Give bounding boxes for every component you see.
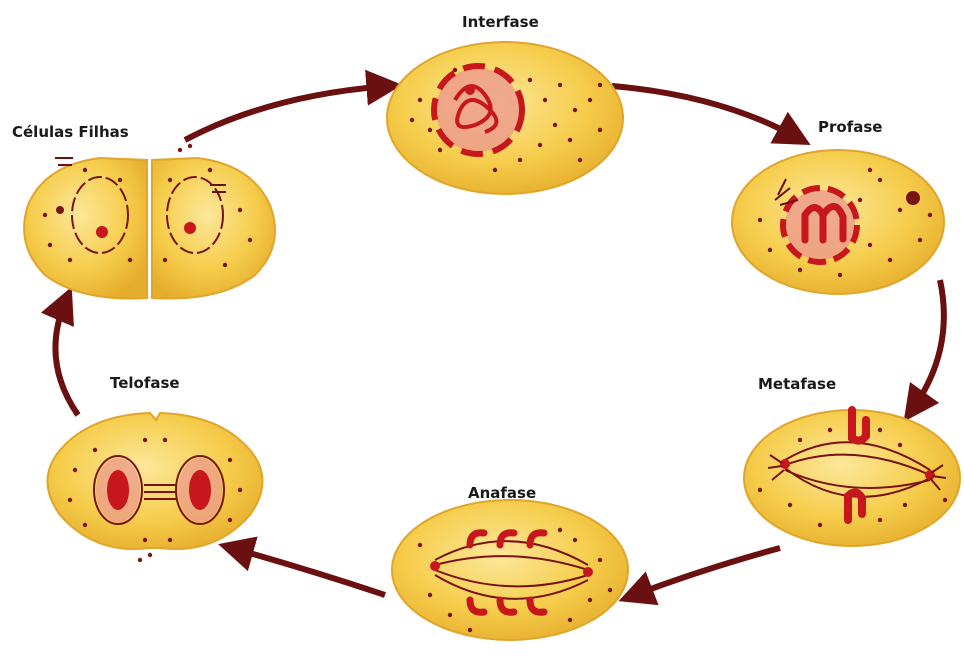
- arrow-anafase-to-telofase: [232, 548, 385, 595]
- label-profase: Profase: [818, 118, 882, 136]
- arrow-filhas-to-interfase: [185, 86, 388, 140]
- daughter-cells: [24, 158, 275, 299]
- arrow-metafase-to-anafase: [632, 548, 780, 596]
- telofase-cell: [48, 413, 263, 549]
- label-celulas-filhas: Células Filhas: [12, 123, 129, 141]
- interfase-cell: [387, 42, 623, 194]
- anafase-cell: [392, 500, 628, 640]
- profase-cell: [732, 150, 944, 294]
- telofase-nucleus-left: [94, 456, 142, 524]
- telofase-nucleus-right: [176, 456, 224, 524]
- label-telofase: Telofase: [110, 374, 180, 392]
- daughter-cell-left: [24, 158, 147, 299]
- arrow-interfase-to-profase: [612, 86, 798, 138]
- label-interfase: Interfase: [462, 13, 539, 31]
- arrow-profase-to-metafase: [912, 280, 944, 410]
- metafase-cell: [744, 410, 960, 546]
- arrow-telofase-to-filhas: [55, 300, 78, 415]
- label-metafase: Metafase: [758, 375, 836, 393]
- interfase-nucleus: [434, 66, 522, 154]
